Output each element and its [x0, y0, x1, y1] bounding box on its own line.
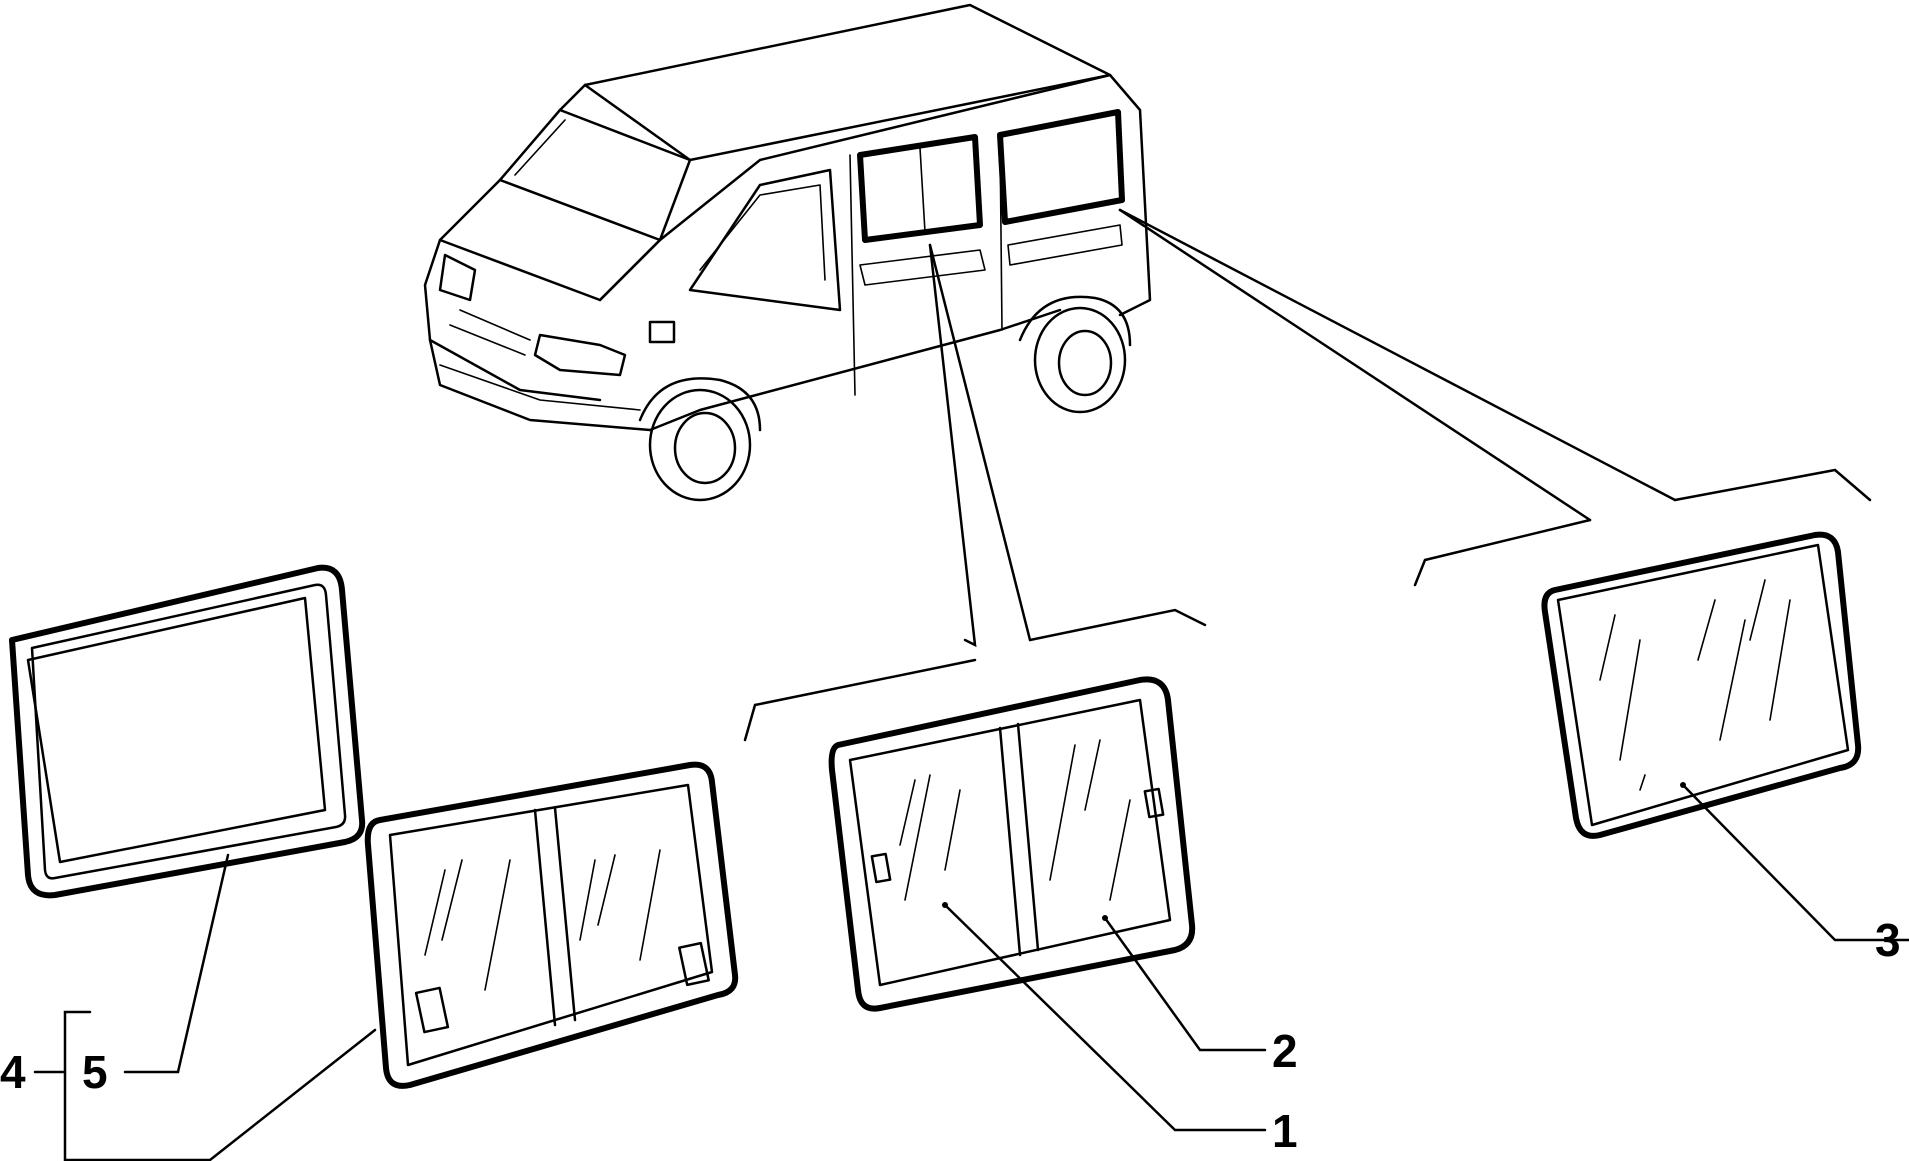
part-1-2-sliding-window	[828, 676, 1196, 1012]
label-part-2: 2	[1272, 1025, 1298, 1077]
van-illustration	[423, 3, 1152, 502]
callout-5-line	[123, 853, 230, 1074]
part-5-window-seal	[9, 564, 366, 899]
callout-4-bracket	[63, 1010, 377, 1161]
label-part-5: 5	[82, 1046, 108, 1098]
label-part-4: 4	[0, 1046, 26, 1098]
callout-1-line	[943, 903, 1267, 1132]
leader-lines	[743, 208, 1872, 742]
label-part-1: 1	[1272, 1105, 1298, 1157]
callout-3-line	[1681, 783, 1909, 942]
label-part-3: 3	[1875, 914, 1901, 966]
callout-2-line	[1103, 916, 1267, 1052]
callouts	[33, 782, 1909, 1161]
part-4-sliding-window	[364, 761, 739, 1089]
part-3-fixed-window	[1541, 531, 1862, 839]
